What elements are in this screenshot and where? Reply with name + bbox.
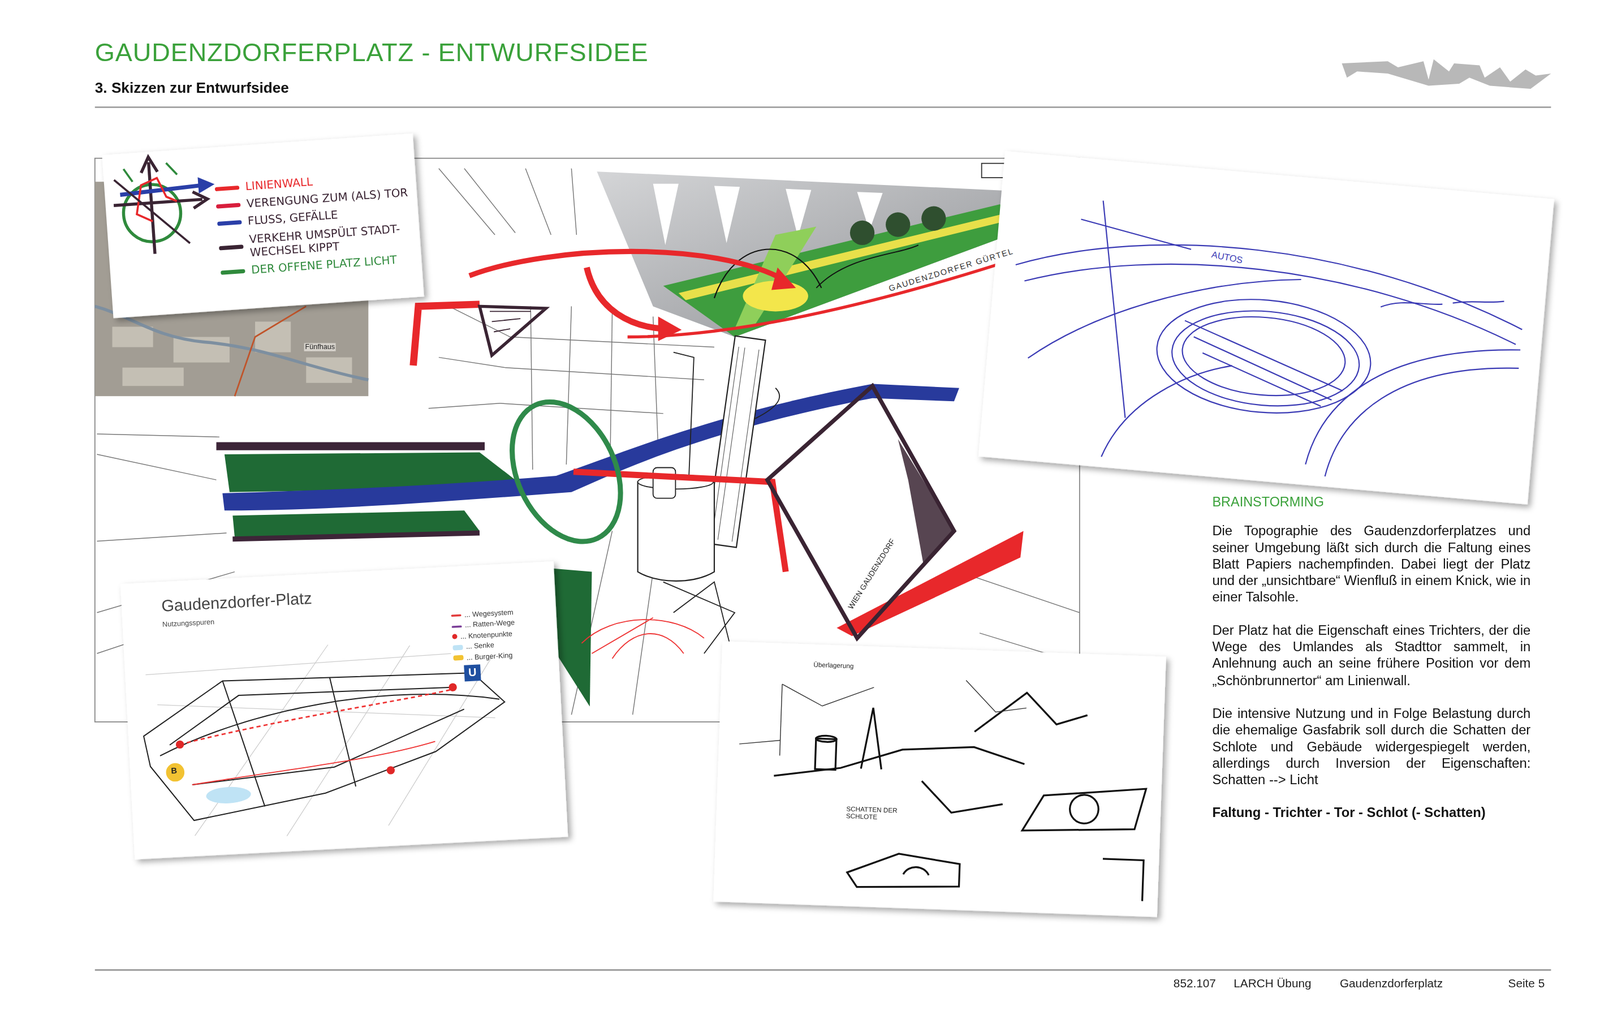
legend-row: ... Wegesystem <box>450 606 551 620</box>
keyword-line: Faltung - Trichter - Tor - Schlot (- Sch… <box>1212 804 1531 822</box>
legend-row: ... Burger-King <box>453 648 554 663</box>
page-title: GAUDENZDORFERPLATZ - ENTWURFSIDEE <box>95 37 649 68</box>
body-paragraph: Die Topographie des Gaudenzdorferplatzes… <box>1212 522 1531 606</box>
legend-swatch <box>451 634 457 640</box>
legend-text: ... Senke <box>466 640 495 651</box>
text-column: BRAINSTORMING Die Topographie des Gaudenz… <box>1212 493 1531 822</box>
body-paragraph: Der Platz hat die Eigenschaft eines Tric… <box>1212 622 1531 689</box>
footer-text: 852.107 <box>1173 976 1216 991</box>
legend-text: ... Wegesystem <box>464 607 514 620</box>
footer-text: Gaudenzdorferplatz <box>1339 976 1443 991</box>
sketch-note: SCHATTEN DER SCHLOTE <box>844 804 905 823</box>
legend-swatch <box>218 244 244 250</box>
legend-swatch <box>452 644 463 650</box>
district-name: Fünfhaus <box>304 342 336 352</box>
legend: ... Wegesystem... Ratten-Wege... Knotenp… <box>450 606 554 665</box>
legend-row: VERENGUNG ZUM (ALS) TOR <box>215 186 412 214</box>
body-paragraph: Die intensive Nutzung und in Folge Belas… <box>1212 705 1531 789</box>
legend-text: FLUSS, GEFÄLLE <box>247 208 339 229</box>
card-title: Gaudenzdorfer-Platz <box>160 587 321 617</box>
legend-swatch <box>453 654 464 661</box>
footer-text: LARCH Übung <box>1233 976 1311 991</box>
legend-swatch <box>451 614 462 618</box>
legend-row: ... Ratten-Wege <box>451 617 552 631</box>
legend: LINIENWALLVERENGUNG ZUM (ALS) TORFLUSS, … <box>214 168 417 284</box>
legend-text: ... Ratten-Wege <box>464 618 516 631</box>
card-heading: Gaudenzdorfer-PlatzNutzungsspuren <box>157 585 325 632</box>
sketch-card: LINIENWALLVERENGUNG ZUM (ALS) TORFLUSS, … <box>101 133 424 318</box>
section-heading: BRAINSTORMING <box>1212 493 1531 511</box>
legend-swatch <box>451 624 462 628</box>
legend-row: ... Knotenpunkte <box>451 627 552 641</box>
legend-text: ... Burger-King <box>466 650 513 662</box>
card-subtitle: Nutzungsspuren <box>162 611 322 630</box>
legend-text: ... Knotenpunkte <box>460 629 513 641</box>
sketch-card: ... Wegesystem... Ratten-Wege... Knotenp… <box>120 561 568 860</box>
bus-symbol: B <box>170 765 178 776</box>
legend-swatch <box>214 184 240 191</box>
sketch-card: SCHATTEN DER SCHLOTE Überlagerung <box>713 640 1166 917</box>
legend-row: ... Senke <box>452 637 553 652</box>
sketch-note: AUTOS <box>1209 248 1245 266</box>
subtitle: 3. Skizzen zur Entwurfsidee <box>95 79 290 97</box>
legend-swatch <box>216 202 241 209</box>
legend-swatch <box>220 268 246 275</box>
legend-text: LINIENWALL <box>244 175 314 194</box>
sketch-card: AUTOS <box>978 151 1555 504</box>
metro-symbol: U <box>468 665 478 679</box>
legend-swatch <box>217 220 243 226</box>
page-number: Seite 5 <box>1508 976 1546 991</box>
sketch-note: Überlagerung <box>813 660 854 670</box>
